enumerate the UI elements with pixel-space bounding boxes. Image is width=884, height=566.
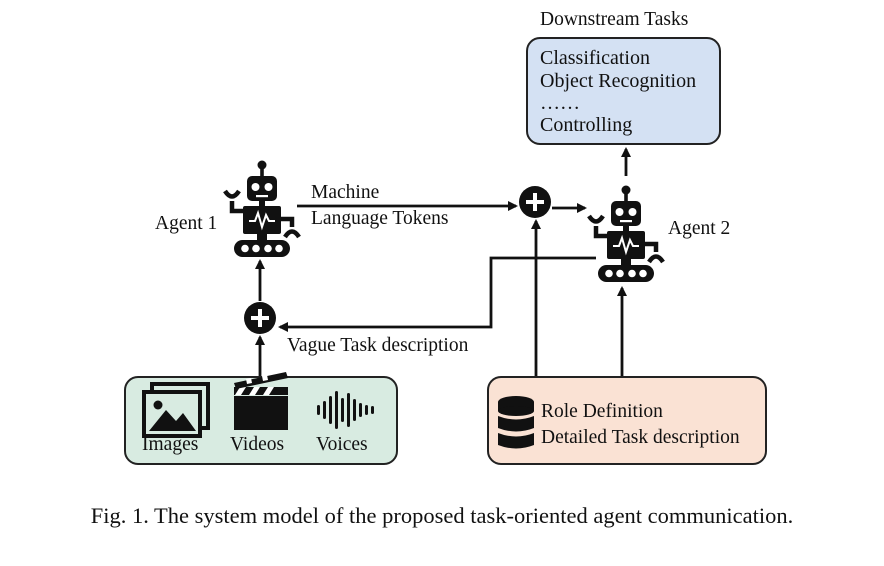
downstream-item: Classification <box>540 47 650 69</box>
downstream-tasks-box <box>526 37 721 145</box>
agent1-robot-icon <box>225 161 299 258</box>
agent1-label: Agent 1 <box>155 213 218 234</box>
voices-label: Voices <box>316 434 368 455</box>
downstream-item: Object Recognition <box>540 70 697 92</box>
downstream-item: …… <box>540 92 580 114</box>
machine-tokens-label-line1: Machine <box>311 182 380 203</box>
figure-caption: Fig. 1. The system model of the proposed… <box>90 503 794 528</box>
role-definition-label: Role Definition <box>541 401 663 422</box>
images-label: Images <box>142 434 199 455</box>
database-icon <box>498 396 534 449</box>
machine-tokens-label-line2: Language Tokens <box>311 208 449 229</box>
plus-icon <box>244 302 276 334</box>
videos-label: Videos <box>230 434 285 455</box>
video-clapper-icon <box>234 372 288 430</box>
images-icon <box>142 382 210 438</box>
agent2-label: Agent 2 <box>668 218 731 239</box>
downstream-tasks-title: Downstream Tasks <box>540 9 689 30</box>
detailed-task-label: Detailed Task description <box>541 427 740 448</box>
agent2-robot-icon <box>589 186 663 283</box>
vague-task-label: Vague Task description <box>287 335 469 356</box>
audio-wave-icon <box>317 391 374 429</box>
plus-icon <box>519 186 551 218</box>
connector-arrows <box>255 147 631 376</box>
downstream-item: Controlling <box>540 114 633 136</box>
